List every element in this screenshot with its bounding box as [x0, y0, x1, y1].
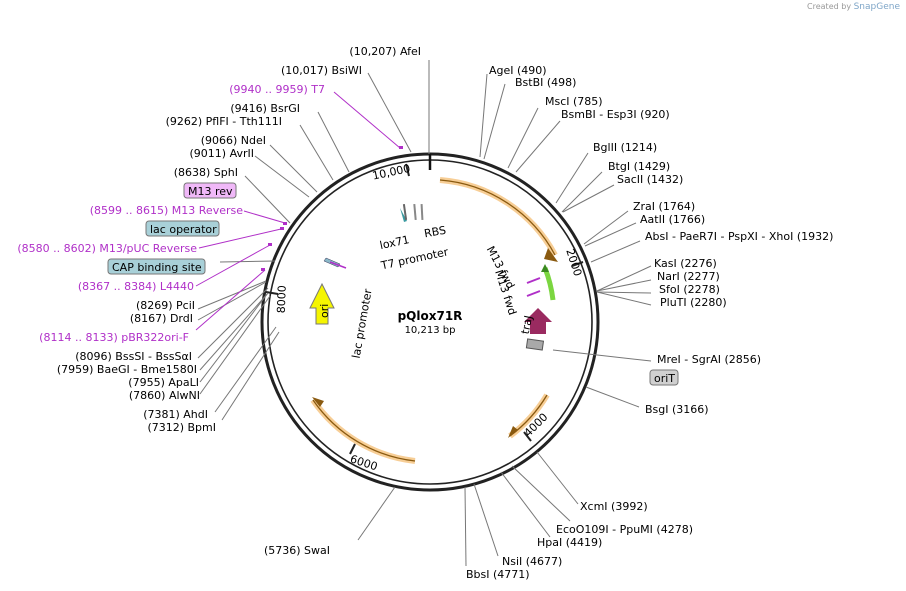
feature-cap-binding-site: CAP binding site: [112, 261, 202, 274]
site-sfoi: SfoI (2278): [659, 283, 720, 296]
rbs-marker-3: [420, 203, 424, 221]
tick-label-10000: 10,000: [371, 162, 411, 183]
ori-arrow: [309, 282, 335, 325]
site-ahdi: (7381) AhdI: [143, 408, 208, 421]
feature-arc-1-line: [439, 179, 556, 256]
site-zrai: ZraI (1764): [633, 200, 695, 213]
site-mrei: MreI - SgrAI (2856): [657, 353, 761, 366]
site-bbsi: BbsI (4771): [466, 568, 530, 581]
site-btgi: BtgI (1429): [608, 160, 670, 173]
site-hpai: HpaI (4419): [537, 536, 602, 549]
site-bglii: BglII (1214): [593, 141, 657, 154]
site-absi: AbsI - PaeR7I - PspXI - XhoI (1932): [645, 230, 833, 243]
site-afei: (10,207) AfeI: [349, 45, 421, 58]
m13-fwd-arc: [542, 267, 556, 301]
site-drdi: (8167) DrdI: [130, 312, 193, 325]
rbs-label: RBS: [423, 224, 447, 241]
lac-promoter-label: lac promoter: [350, 287, 375, 359]
rbs-marker-1: [402, 203, 408, 221]
site-ecoo109i: EcoO109I - PpuMI (4278): [556, 523, 693, 536]
orit-box: [649, 369, 679, 386]
tick-8000: [265, 291, 279, 295]
lac-primer-mark: [329, 261, 347, 269]
cap-binding-box: [107, 258, 206, 275]
traj-arrow: [524, 308, 552, 334]
site-baegi: (7959) BaeGI - Bme1580I: [57, 363, 197, 376]
site-ndei: (9066) NdeI: [201, 134, 266, 147]
feature-arc-1-head: [544, 248, 558, 262]
site-agei: AgeI (490): [489, 64, 547, 77]
m13-rev-box: [183, 182, 237, 199]
site-bsgi: BsgI (3166): [645, 403, 709, 416]
site-pluti: PluTI (2280): [660, 296, 727, 309]
m13-fwd-label-2: M13 fwd: [492, 268, 519, 316]
feature-orit: oriT: [654, 372, 675, 385]
primer-endpoint-marks: [261, 146, 403, 271]
primer-l4440: (8367 .. 8384) L4440: [78, 280, 194, 293]
site-avrii: (9011) AvrII: [190, 147, 254, 160]
site-alwni: (7860) AlwNI: [129, 389, 200, 402]
primer-t7: (9940 .. 9959) T7: [229, 83, 325, 96]
traj-label: traJ: [519, 314, 536, 335]
ori-label: ori: [318, 304, 331, 318]
feature-arc-3-head: [312, 397, 324, 407]
leader-lines: [197, 60, 652, 567]
feature-m13-rev: M13 rev: [188, 185, 233, 198]
snapgene-credit: Created by SnapGene: [807, 2, 900, 12]
site-nari: NarI (2277): [657, 270, 720, 283]
site-xcmi: XcmI (3992): [580, 500, 648, 513]
site-bsrgi: (9416) BsrGI: [230, 102, 300, 115]
tick-label-8000: 8000: [275, 285, 289, 313]
site-swai: (5736) SwaI: [264, 544, 330, 557]
lac-operator-box: [145, 220, 220, 237]
rbs-marker-2: [413, 203, 417, 221]
primer-pbr322ori-f: (8114 .. 8133) pBR322ori-F: [39, 331, 189, 344]
plasmid-name: pQlox71R: [398, 309, 463, 323]
tick-6000: [349, 443, 356, 455]
site-bsssi: (8096) BssSI - BssSαI: [75, 350, 192, 363]
site-pcii: (8269) PciI: [136, 299, 195, 312]
primer-mark-2: [526, 290, 541, 297]
site-bsiwi: (10,017) BsiWI: [281, 64, 362, 77]
traj-stub: [525, 338, 545, 351]
site-sacii: SacII (1432): [617, 173, 683, 186]
site-bpmi: (7312) BpmI: [147, 421, 216, 434]
primer-leader-lines: [195, 91, 401, 331]
site-sphi: (8638) SphI: [174, 166, 238, 179]
site-aatii: AatII (1766): [640, 213, 705, 226]
primer-m13-puc-reverse: (8580 .. 8602) M13/pUC Reverse: [17, 242, 197, 255]
lox71-label: lox71: [379, 233, 411, 252]
site-msci: MscI (785): [545, 95, 603, 108]
primer-mark-1: [526, 277, 541, 284]
site-pflfi: (9262) PflFI - Tth111I: [166, 115, 282, 128]
m13-fwd-arc-head: [541, 264, 549, 272]
feature-arc-3-line: [312, 399, 416, 462]
primer-m13-reverse: (8599 .. 8615) M13 Reverse: [90, 204, 243, 217]
site-bsmbi: BsmBI - Esp3I (920): [561, 108, 670, 121]
tick-10000: [405, 163, 410, 177]
feature-lac-operator: lac operator: [150, 223, 217, 236]
feature-arc-3: [310, 398, 416, 464]
site-bstbi: BstBI (498): [515, 76, 576, 89]
site-nsii: NsiI (4677): [502, 555, 562, 568]
site-apali: (7955) ApaLI: [128, 376, 199, 389]
plasmid-length: 10,213 bp: [405, 325, 456, 336]
tick-2000: [571, 261, 584, 267]
tick-4000: [523, 431, 532, 442]
feature-arc-2-head: [508, 426, 518, 438]
site-kasi: KasI (2276): [654, 257, 717, 270]
